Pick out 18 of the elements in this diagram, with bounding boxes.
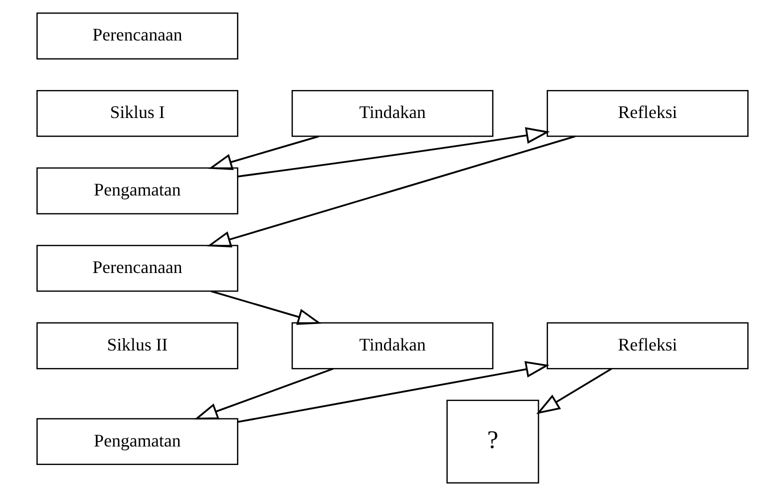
arrow: [210, 290, 321, 325]
node-box: Perencanaan: [36, 244, 238, 292]
arrow: [237, 127, 550, 178]
arrow: [237, 361, 549, 423]
node-box: ?: [446, 400, 539, 484]
node-box: Refleksi: [546, 322, 748, 370]
arrow: [208, 136, 318, 170]
node-box: Siklus II: [36, 322, 238, 370]
arrow: [206, 136, 575, 248]
arrow: [194, 368, 334, 420]
node-box: Perencanaan: [36, 12, 238, 60]
node-box: Refleksi: [546, 90, 748, 137]
node-box: Pengamatan: [36, 167, 238, 214]
node-box: Siklus I: [36, 90, 238, 137]
arrow: [536, 368, 612, 414]
node-box: Pengamatan: [36, 418, 238, 466]
node-box: Tindakan: [291, 322, 493, 370]
node-box: Tindakan: [291, 90, 493, 137]
